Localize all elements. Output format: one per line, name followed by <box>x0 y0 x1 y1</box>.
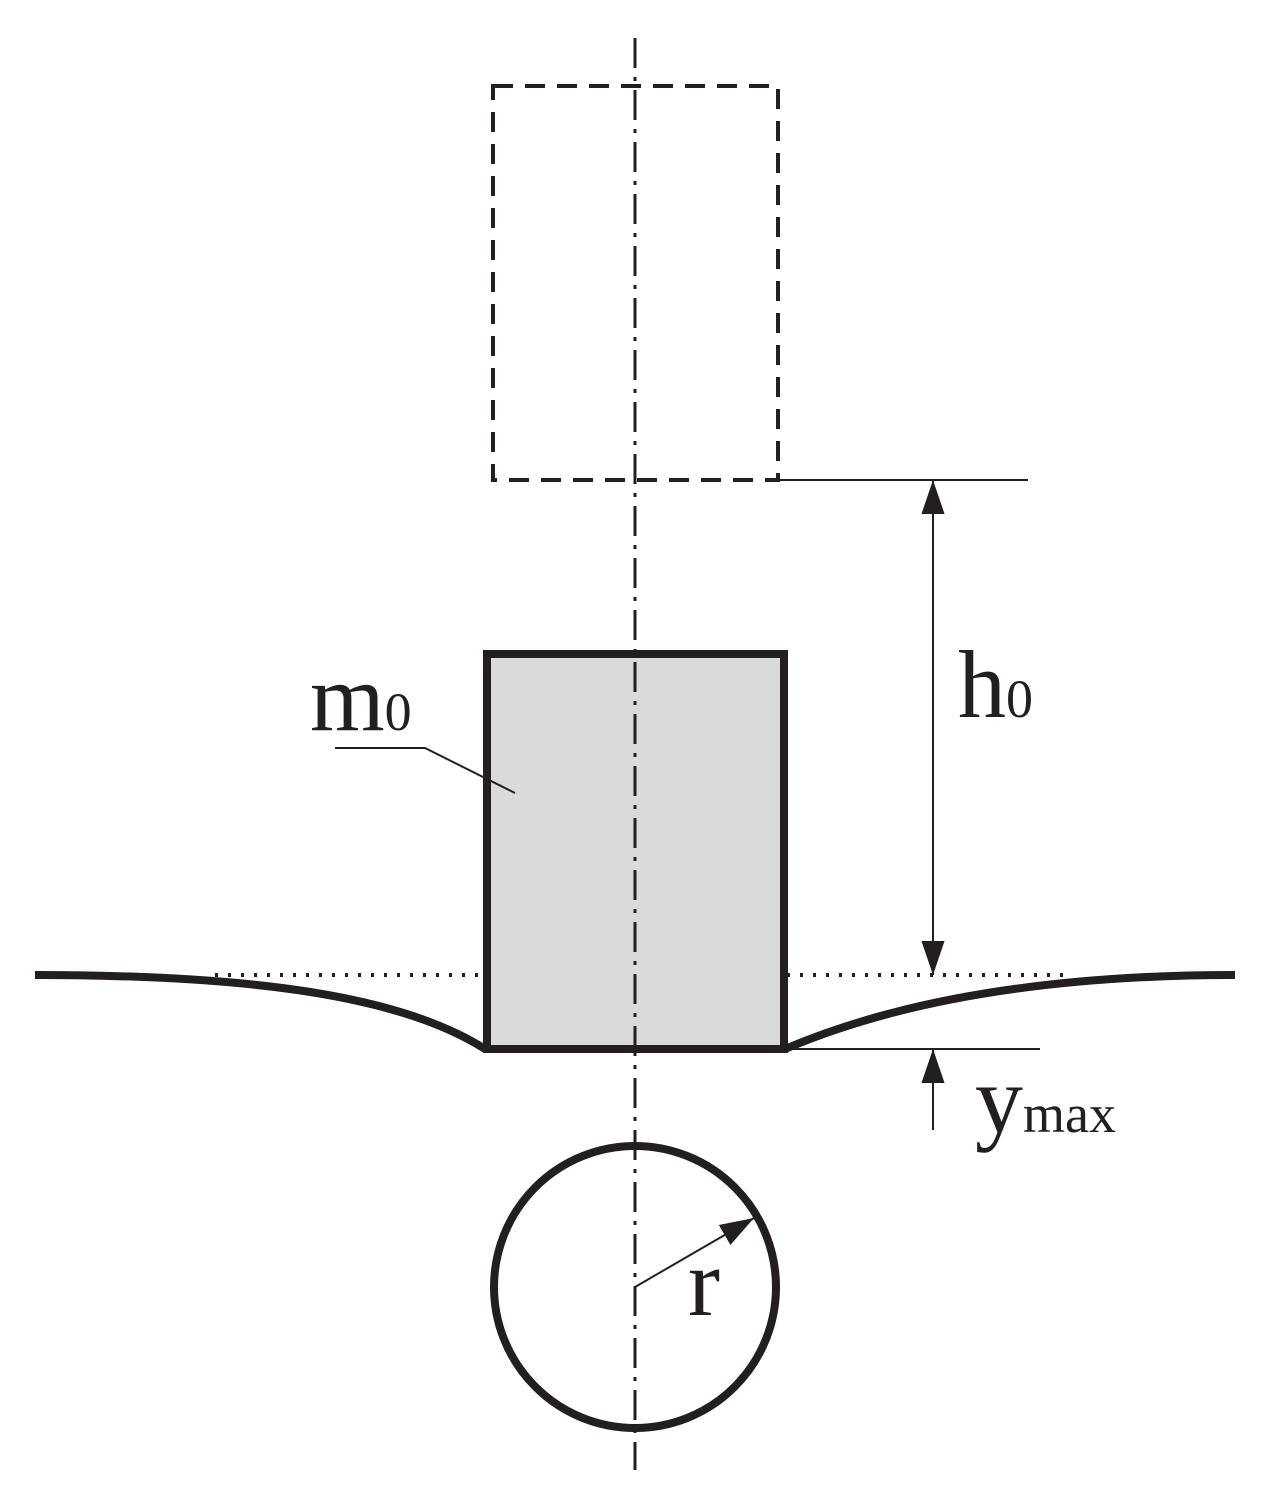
beam-right-curve <box>783 971 1236 1053</box>
deflection-label-main: y <box>975 1046 1023 1153</box>
mass-label-main: m <box>310 644 385 751</box>
radius-label: r <box>688 1229 720 1336</box>
mass-leader-line <box>335 747 516 794</box>
deflection-label-subscript: max <box>1023 1084 1116 1144</box>
mass-label: m0 <box>310 644 412 751</box>
height-label-main: h <box>958 631 1006 738</box>
radius-arrow <box>634 1217 755 1288</box>
height-label: h0 <box>958 631 1033 738</box>
deflection-label: ymax <box>975 1046 1116 1153</box>
mass-label-subscript: 0 <box>385 682 412 742</box>
initial-mass-outline <box>491 84 780 482</box>
beam-left-curve <box>34 971 488 1053</box>
height-label-subscript: 0 <box>1006 669 1033 729</box>
